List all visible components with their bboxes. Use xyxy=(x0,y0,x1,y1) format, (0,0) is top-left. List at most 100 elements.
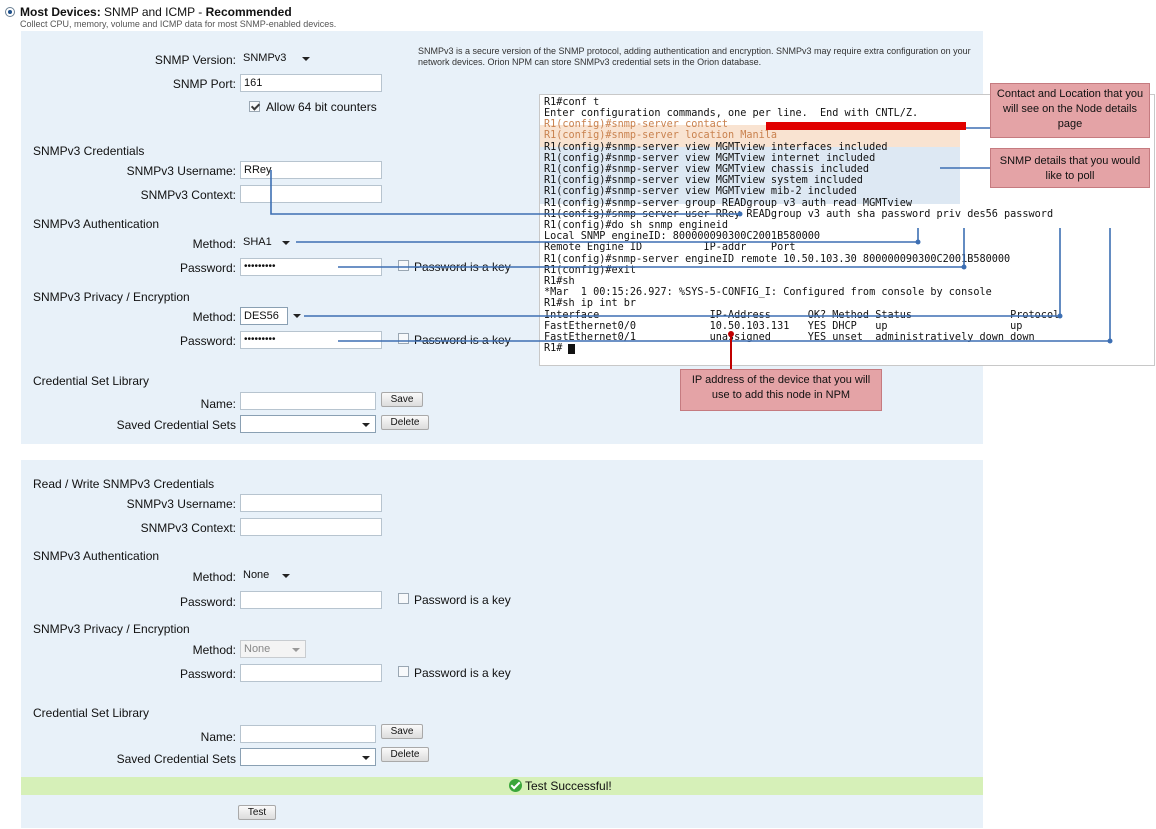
title-recommended: Recommended xyxy=(205,5,292,19)
callout-ip-address: IP address of the device that you will u… xyxy=(680,369,882,411)
terminal-line: R1(config)#snmp-server view MGMTview int… xyxy=(544,153,876,164)
chevron-down-icon xyxy=(362,423,370,427)
terminal-cursor xyxy=(568,344,575,354)
contact-redaction-bar xyxy=(766,122,966,130)
contact-location-highlight xyxy=(540,125,960,147)
terminal-line: R1(config)#snmp-server group READgroup v… xyxy=(544,198,913,209)
chevron-down-icon xyxy=(293,314,301,318)
rw-auth-password-key-checkbox[interactable] xyxy=(398,593,409,604)
priv-password-key-checkbox[interactable] xyxy=(398,333,409,344)
priv-password-key-label: Password is a key xyxy=(414,333,511,347)
rw-context-input[interactable] xyxy=(240,518,382,536)
terminal-line: Interface IP-Address OK? Method Status P… xyxy=(544,310,1060,321)
priv-method-select[interactable]: DES56 xyxy=(240,307,288,325)
rw-priv-password-key-checkbox[interactable] xyxy=(398,666,409,677)
allow-64bit-label: Allow 64 bit counters xyxy=(266,100,377,114)
terminal-line: Remote Engine ID IP-addr Port xyxy=(544,242,796,253)
snmpv3-auth-heading: SNMPv3 Authentication xyxy=(33,217,160,231)
saved-sets-label: Saved Credential Sets xyxy=(116,418,236,432)
terminal-line: R1(config)#snmp-server location Manila xyxy=(544,130,778,141)
terminal-line: R1(config)#exit xyxy=(544,265,637,276)
radio-selected-icon[interactable] xyxy=(5,7,15,17)
auth-password-key-label: Password is a key xyxy=(414,260,511,274)
auth-method-select[interactable]: SHA1 xyxy=(240,234,295,252)
rw-saved-sets-select[interactable] xyxy=(240,748,376,766)
priv-password-input[interactable]: ••••••••• xyxy=(240,331,382,349)
rw-delete-button[interactable]: Delete xyxy=(381,747,429,762)
terminal-line: R1#sh ip int br xyxy=(544,298,637,309)
terminal-line: R1#conf t xyxy=(544,97,600,108)
snmpv3-username-input[interactable]: RRey xyxy=(240,161,382,179)
snmp-version-value: SNMPv3 xyxy=(243,52,287,64)
terminal-line: R1(config)#snmp-server contact xyxy=(544,119,729,130)
rw-credentials-heading: Read / Write SNMPv3 Credentials xyxy=(33,477,215,491)
snmpv3-info-text: SNMPv3 is a secure version of the SNMP p… xyxy=(418,46,971,67)
terminal-line: FastEthernet0/1 unassigned YES unset adm… xyxy=(544,332,1035,343)
snmpv3-privacy-heading: SNMPv3 Privacy / Encryption xyxy=(33,290,190,304)
snmpv3-context-input[interactable] xyxy=(240,185,382,203)
auth-password-key-checkbox[interactable] xyxy=(398,260,409,271)
rw-priv-method-select[interactable]: None xyxy=(240,640,306,658)
snmp-port-input[interactable]: 161 xyxy=(240,74,382,92)
chevron-down-icon xyxy=(282,574,290,578)
library-name-label: Name: xyxy=(200,397,236,411)
library-name-input[interactable] xyxy=(240,392,376,410)
rw-credentials-panel xyxy=(21,460,983,828)
rw-priv-method-label: Method: xyxy=(192,643,236,657)
credential-library-heading: Credential Set Library xyxy=(33,374,150,388)
rw-privacy-heading: SNMPv3 Privacy / Encryption xyxy=(33,622,190,636)
rw-library-name-label: Name: xyxy=(200,730,236,744)
callout-snmp-details: SNMP details that you would like to poll xyxy=(990,148,1150,188)
test-button[interactable]: Test xyxy=(238,805,276,820)
terminal-line: R1(config)#snmp-server engineID remote 1… xyxy=(544,254,1011,265)
rw-auth-heading: SNMPv3 Authentication xyxy=(33,549,160,563)
delete-button[interactable]: Delete xyxy=(381,415,429,430)
test-status-bar xyxy=(21,777,983,795)
terminal-line: R1(config)#snmp-server view MGMTview int… xyxy=(544,142,888,153)
terminal-line: R1(config)#snmp-server view MGMTview sys… xyxy=(544,175,863,186)
title-rest: SNMP and ICMP - xyxy=(100,5,206,19)
chevron-down-icon xyxy=(282,241,290,245)
allow-64bit-checkbox[interactable] xyxy=(249,101,260,112)
rw-saved-sets-label: Saved Credential Sets xyxy=(116,752,236,766)
snmpv3-context-label: SNMPv3 Context: xyxy=(140,188,236,202)
rw-auth-method-select[interactable]: None xyxy=(240,567,295,585)
rw-priv-password-key-label: Password is a key xyxy=(414,666,511,680)
auth-method-label: Method: xyxy=(192,237,236,251)
auth-password-input[interactable]: ••••••••• xyxy=(240,258,382,276)
rw-username-label: SNMPv3 Username: xyxy=(126,497,236,511)
terminal-line: R1# xyxy=(544,343,563,354)
snmp-port-label: SNMP Port: xyxy=(172,77,236,91)
rw-priv-password-input[interactable] xyxy=(240,664,382,682)
terminal-line: R1(config)#snmp-server view MGMTview mib… xyxy=(544,186,857,197)
snmp-version-select[interactable]: SNMPv3 xyxy=(240,50,315,68)
rw-auth-password-label: Password: xyxy=(179,595,236,609)
save-button[interactable]: Save xyxy=(381,392,423,407)
rw-auth-password-key-label: Password is a key xyxy=(414,593,511,607)
title-bold: Most Devices: xyxy=(20,5,101,19)
callout-contact-location: Contact and Location that you will see o… xyxy=(990,83,1150,138)
terminal-line: R1(config)#snmp-server user RRey READgro… xyxy=(544,209,1054,220)
chevron-down-icon xyxy=(292,648,300,652)
terminal-line: FastEthernet0/0 10.50.103.131 YES DHCP u… xyxy=(544,321,1023,332)
rw-library-name-input[interactable] xyxy=(240,725,376,743)
priv-password-label: Password: xyxy=(179,334,236,348)
page-title: Most Devices: SNMP and ICMP - Recommende… xyxy=(20,5,292,19)
auth-password-label: Password: xyxy=(179,261,236,275)
rw-auth-password-input[interactable] xyxy=(240,591,382,609)
rw-library-heading: Credential Set Library xyxy=(33,706,150,720)
rw-context-label: SNMPv3 Context: xyxy=(140,521,236,535)
test-status-text: Test Successful! xyxy=(525,779,612,793)
terminal-line: *Mar 1 00:15:26.927: %SYS-5-CONFIG_I: Co… xyxy=(544,287,992,298)
rw-priv-method-value: None xyxy=(244,643,271,655)
saved-sets-select[interactable] xyxy=(240,415,376,433)
terminal-line: Enter configuration commands, one per li… xyxy=(544,108,919,119)
rw-auth-method-value: None xyxy=(243,569,270,581)
snmp-version-label: SNMP Version: xyxy=(154,53,236,67)
terminal-line: R1(config)#do sh snmp engineid xyxy=(544,220,729,231)
rw-save-button[interactable]: Save xyxy=(381,724,423,739)
page-subtitle: Collect CPU, memory, volume and ICMP dat… xyxy=(20,19,337,29)
rw-username-input[interactable] xyxy=(240,494,382,512)
priv-method-dropdown-button[interactable] xyxy=(289,307,304,325)
check-success-icon xyxy=(509,779,522,792)
